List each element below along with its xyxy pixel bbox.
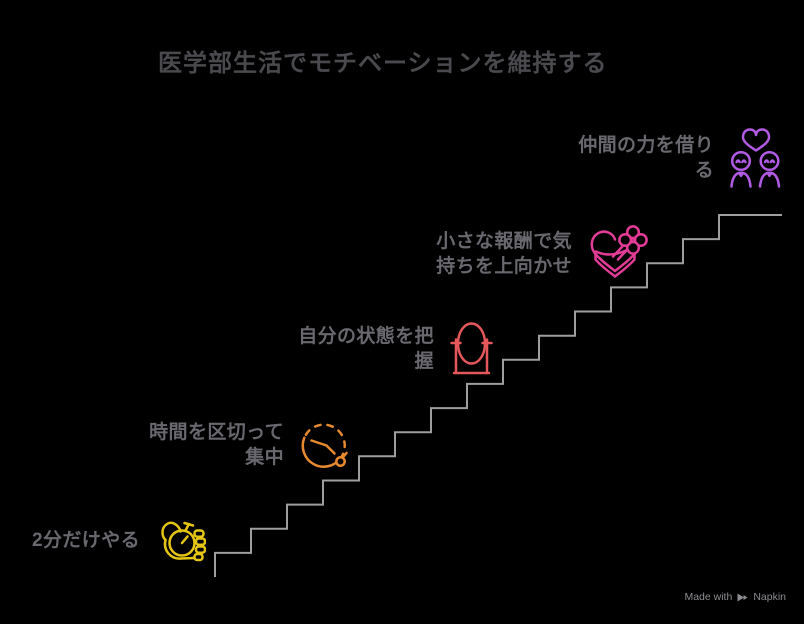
label-line: 小さな報酬で気 bbox=[436, 230, 572, 252]
dashed-clock-icon bbox=[301, 423, 348, 468]
watermark-prefix: Made with bbox=[684, 591, 733, 603]
step-item-timebox-focus: 時間を区切って 集中 bbox=[149, 420, 348, 470]
standing-mirror-icon bbox=[450, 322, 493, 375]
step-item-peer-support: 仲間の力を借り る bbox=[578, 128, 785, 188]
step-label: 仲間の力を借り る bbox=[578, 133, 714, 183]
label-line: 時間を区切って bbox=[149, 422, 284, 443]
step-label: 2分だけやる bbox=[32, 528, 140, 553]
label-line: 仲間の力を借り bbox=[578, 135, 714, 156]
step-item-two-minutes: 2分だけやる bbox=[32, 517, 206, 563]
napkin-logo-icon bbox=[737, 593, 748, 601]
page-title: 医学部生活でモチベーションを維持する bbox=[158, 50, 608, 77]
label-line: る bbox=[694, 160, 714, 181]
heart-gift-box-icon bbox=[590, 225, 648, 278]
label-line: 握 bbox=[414, 350, 434, 372]
step-label: 時間を区切って 集中 bbox=[149, 420, 284, 470]
napkin-watermark: Made with Napkin bbox=[684, 591, 786, 603]
step-label: 小さな報酬で気 持ちを上向かせ bbox=[436, 229, 572, 279]
watermark-brand: Napkin bbox=[753, 591, 786, 603]
step-item-self-awareness: 自分の状態を把 握 bbox=[298, 321, 493, 376]
label-line: 自分の状態を把 bbox=[298, 325, 434, 347]
step-label: 自分の状態を把 握 bbox=[298, 324, 434, 374]
label-line: 持ちを上向かせ bbox=[436, 255, 572, 277]
hand-holding-stopwatch-icon bbox=[161, 521, 206, 562]
two-people-with-heart-icon bbox=[730, 128, 781, 188]
step-item-small-rewards: 小さな報酬で気 持ちを上向かせ bbox=[436, 225, 648, 282]
label-line: 集中 bbox=[245, 447, 284, 468]
label-line: 2分だけやる bbox=[32, 529, 140, 551]
